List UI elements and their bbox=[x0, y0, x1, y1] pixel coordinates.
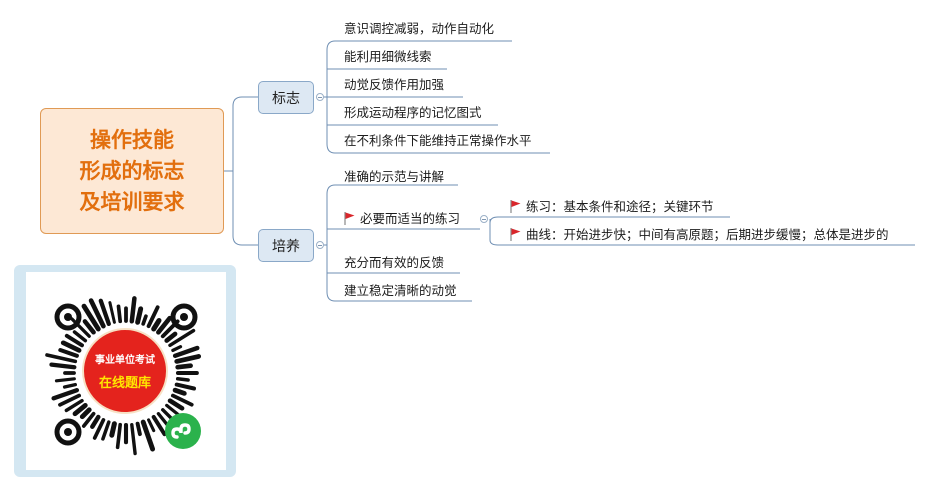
flag-icon bbox=[510, 200, 521, 213]
qr-label-line2: 在线题库 bbox=[98, 376, 151, 391]
qr-pattern bbox=[45, 296, 202, 456]
qr-module bbox=[147, 418, 156, 433]
root-line-1: 操作技能 bbox=[90, 127, 174, 152]
qr-module bbox=[72, 330, 88, 343]
qr-module bbox=[101, 420, 111, 441]
qr-module bbox=[109, 421, 117, 438]
topic-item[interactable]: 建立稳定清晰的动觉 bbox=[344, 283, 457, 298]
topic-item[interactable]: 充分而有效的反馈 bbox=[344, 255, 445, 270]
topic-item[interactable]: 准确的示范与讲解 bbox=[344, 169, 445, 184]
topic-item[interactable]: 动觉反馈作用加强 bbox=[344, 77, 445, 92]
qr-module bbox=[58, 393, 81, 407]
qr-module bbox=[130, 422, 137, 456]
qr-module bbox=[156, 315, 173, 335]
qr-module bbox=[81, 303, 101, 332]
topic-item-practice[interactable]: 必要而适当的练习 bbox=[344, 211, 460, 227]
qr-module bbox=[151, 415, 167, 437]
qr-module bbox=[129, 296, 137, 324]
qr-module bbox=[116, 304, 123, 324]
qr-module bbox=[79, 407, 92, 420]
qr-module bbox=[167, 398, 185, 411]
qr-module bbox=[45, 353, 78, 364]
qr-module bbox=[151, 318, 162, 332]
subtopic-item[interactable]: 曲线：开始进步快；中间有高原题；后期进步缓慢；总体是进步的 bbox=[510, 227, 889, 243]
qr-module bbox=[172, 387, 187, 396]
root-topic[interactable]: 操作技能 形成的标志 及培训要求 bbox=[40, 108, 224, 234]
qr-module bbox=[54, 377, 76, 383]
qr-module bbox=[171, 345, 183, 353]
qr-module bbox=[140, 419, 156, 452]
qr-module bbox=[70, 317, 91, 338]
flag-icon bbox=[344, 212, 355, 225]
qr-label-line1: 事业单位考试 bbox=[95, 355, 155, 366]
qr-module bbox=[62, 382, 77, 389]
qr-module bbox=[98, 298, 111, 327]
branch-label: 培养 bbox=[272, 238, 300, 255]
qr-module bbox=[82, 319, 96, 335]
qr-module bbox=[92, 418, 106, 440]
qr-module bbox=[174, 382, 196, 391]
root-line-2: 形成的标志 bbox=[79, 158, 185, 183]
subtopic-item[interactable]: 练习：基本条件和途径；关键环节 bbox=[510, 199, 714, 215]
qr-module bbox=[90, 414, 101, 429]
qr-module bbox=[72, 402, 88, 417]
flag-icon bbox=[510, 228, 521, 241]
qr-center-badge: 事业单位考试 在线题库 bbox=[82, 328, 168, 414]
qr-module bbox=[175, 363, 193, 370]
branch-biaozhi[interactable]: 标志 bbox=[258, 81, 314, 114]
qr-module bbox=[81, 411, 96, 428]
qr-module bbox=[135, 421, 142, 437]
qr-module bbox=[115, 422, 122, 450]
qr-module bbox=[64, 398, 84, 413]
qr-module bbox=[60, 340, 82, 353]
qr-module bbox=[64, 333, 84, 348]
collapse-icon[interactable] bbox=[316, 241, 324, 249]
subtopic-label: 曲线：开始进步快；中间有高原题；后期进步缓慢；总体是进步的 bbox=[526, 227, 889, 242]
qr-module bbox=[146, 305, 160, 329]
qr-module bbox=[141, 314, 148, 326]
collapse-icon[interactable] bbox=[316, 93, 324, 101]
qr-module bbox=[174, 354, 202, 364]
mini-program-icon bbox=[165, 413, 201, 449]
qr-module bbox=[170, 393, 194, 407]
subtopic-label: 练习：基本条件和途径；关键环节 bbox=[526, 199, 714, 214]
qr-module bbox=[49, 362, 77, 370]
qr-module bbox=[172, 345, 200, 359]
qr-module bbox=[58, 348, 79, 358]
qr-module bbox=[108, 301, 116, 324]
qr-module bbox=[88, 298, 106, 329]
topic-item-label: 必要而适当的练习 bbox=[360, 211, 461, 226]
qr-module bbox=[168, 328, 196, 348]
root-line-3: 及培训要求 bbox=[79, 189, 185, 214]
qr-module bbox=[51, 388, 80, 401]
branch-peiyang[interactable]: 培养 bbox=[258, 229, 314, 262]
qr-module bbox=[160, 319, 180, 339]
qr-module bbox=[135, 306, 144, 325]
branch-label: 标志 bbox=[272, 90, 300, 107]
collapse-icon[interactable] bbox=[480, 215, 488, 223]
topic-item[interactable]: 能利用细微线索 bbox=[344, 49, 432, 64]
qr-module bbox=[164, 331, 178, 343]
topic-item[interactable]: 形成运动程序的记忆图式 bbox=[344, 105, 482, 120]
topic-item[interactable]: 意识调控减弱，动作自动化 bbox=[344, 21, 495, 36]
qr-module bbox=[175, 377, 190, 382]
topic-item[interactable]: 在不利条件下能维持正常操作水平 bbox=[344, 133, 532, 148]
